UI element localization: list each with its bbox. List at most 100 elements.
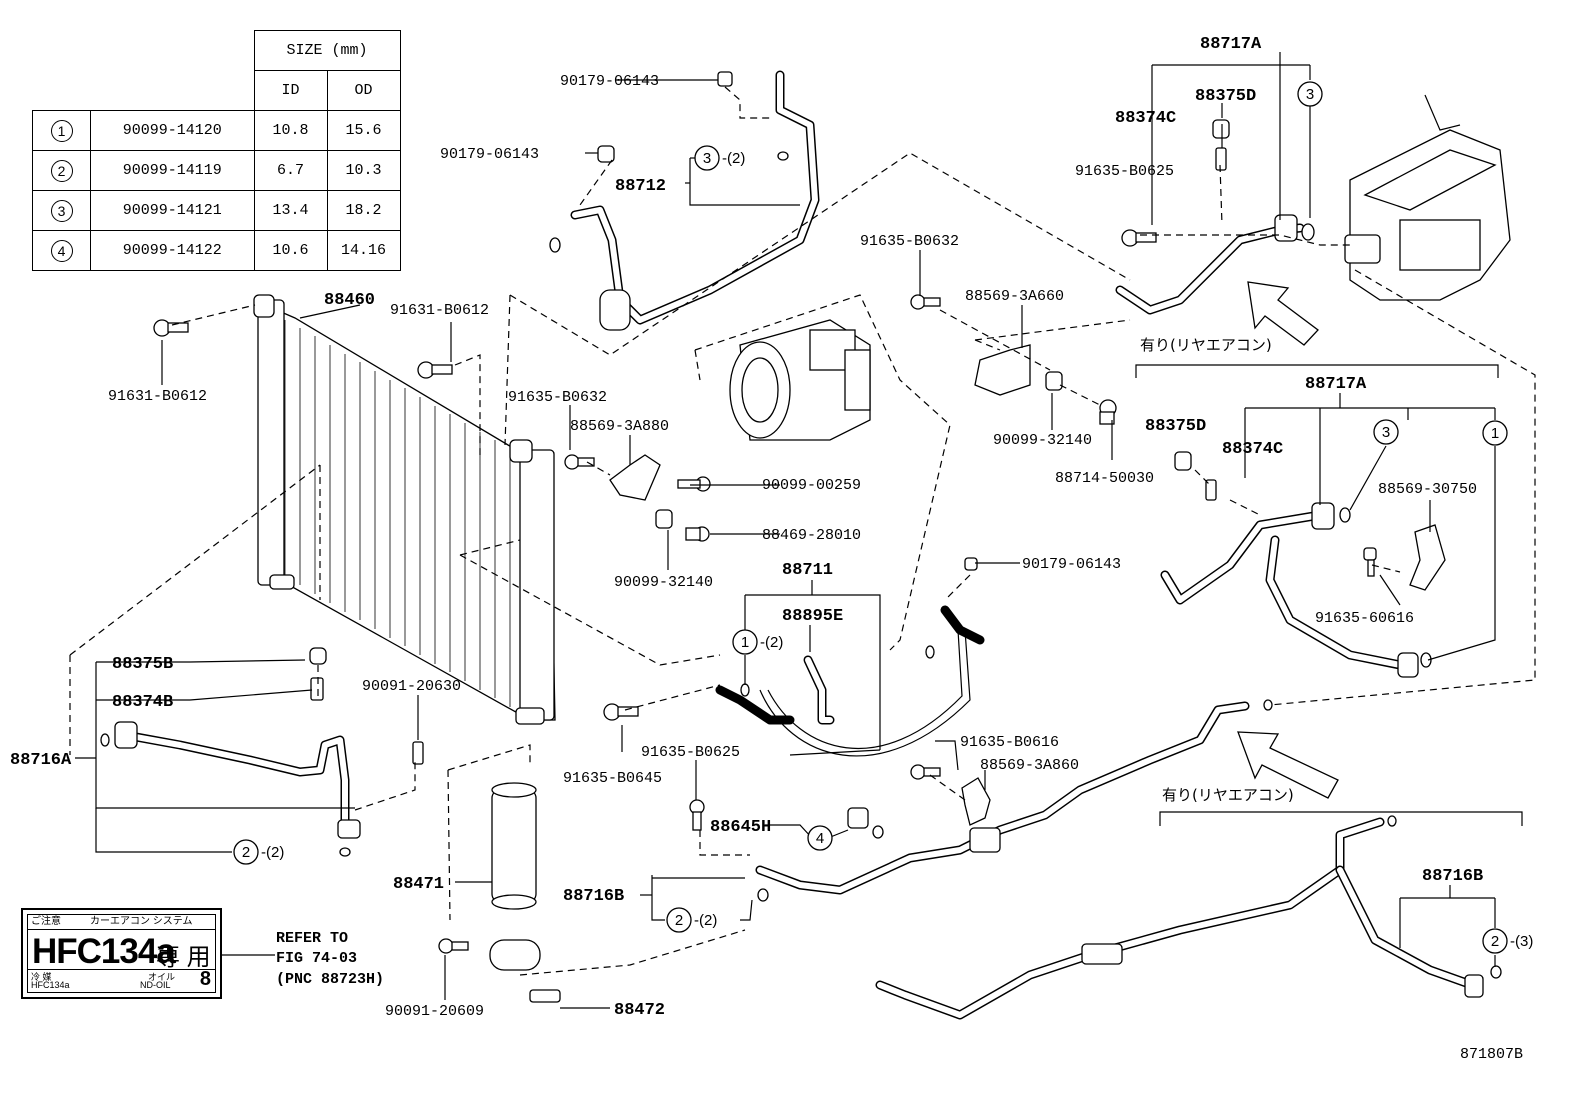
outer-diameter: 15.6 — [326, 110, 401, 151]
label-88471: 88471 — [393, 875, 444, 894]
outer-diameter: 14.16 — [326, 230, 401, 271]
table-row: 1 90099-14120 10.8 15.6 — [32, 110, 401, 151]
compressor — [729, 319, 871, 441]
label-88717a-mid: 88717A — [1305, 375, 1367, 394]
part-number: 90099-14120 — [90, 110, 255, 151]
label-88569-3a660: 88569-3A660 — [965, 288, 1064, 305]
label-91635-b0625-top: 91635-B0625 — [1075, 163, 1174, 180]
label-88716b-right: 88716B — [1422, 867, 1483, 886]
pipe-88716b-rear — [875, 817, 1484, 1020]
label-88711: 88711 — [782, 561, 833, 580]
hvac-unit — [1344, 94, 1511, 301]
label-90179-06143-b: 90179-06143 — [440, 146, 539, 163]
label-88374b: 88374B — [112, 693, 173, 712]
label-91631-b0612-a: 91631-B0612 — [390, 302, 489, 319]
refer-line-3: (PNC 88723H) — [276, 971, 384, 988]
pipe-88717a-mid — [1160, 502, 1419, 678]
o-ring-size-table: SIZE (mm) ID OD 1 90099-14120 10.8 15.6 … — [32, 30, 401, 271]
label-90091-20630: 90091-20630 — [362, 678, 461, 695]
hose-88895e — [803, 655, 835, 725]
ring-qty: -(3) — [1510, 933, 1533, 950]
pipe-88717a-top — [1115, 214, 1305, 315]
outer-diameter: 10.3 — [326, 150, 401, 191]
ring-ref: 2 — [1491, 933, 1499, 950]
part-labels: 88717A 88375D 88374C 91635-B0625 91635-B… — [10, 35, 1483, 1020]
label-88895e: 88895E — [782, 607, 843, 626]
ring-ref: 3 — [1306, 86, 1314, 103]
receiver-dryer — [489, 782, 561, 1003]
ring-qty: -(2) — [722, 150, 745, 167]
label-bot-left-2: HFC134a — [31, 980, 70, 990]
label-bot-left-1: 冷 媒 — [31, 972, 52, 982]
refrigerant-title-jp: 専 用 — [156, 944, 211, 971]
label-88375d-top: 88375D — [1195, 87, 1256, 106]
pipe-88711 — [715, 605, 985, 757]
label-bot-mid-1: オイル — [148, 972, 176, 982]
label-88569-30750: 88569-30750 — [1378, 481, 1477, 498]
rear-ac-note-lower: 有り(リヤエアコン) — [1162, 786, 1294, 804]
ring-ref: 2 — [242, 844, 250, 861]
label-90099-32140-right: 90099-32140 — [993, 432, 1092, 449]
ring-qty: -(2) — [760, 634, 783, 651]
label-88716a: 88716A — [10, 751, 72, 770]
label-90099-32140-left: 90099-32140 — [614, 574, 713, 591]
ring-ref: 3 — [703, 150, 711, 167]
table-row: 2 90099-14119 6.7 10.3 — [32, 150, 401, 191]
label-top-left: ご注意 — [31, 916, 61, 927]
ring-number: 2 — [50, 159, 73, 182]
ring-reference-markers: 3 3 -(2) 3 1 1 -(2) 2 -(2) 4 2 -(2) 2 -(… — [233, 81, 1533, 954]
label-91635-b0632-left: 91635-B0632 — [508, 389, 607, 406]
condenser — [253, 294, 556, 725]
leader-lines — [75, 52, 1523, 1009]
label-91635-b0645: 91635-B0645 — [563, 770, 662, 787]
refer-note: REFER TO FIG 74-03 (PNC 88723H) — [276, 930, 384, 988]
part-number: 90099-14119 — [90, 150, 255, 191]
label-88645h: 88645H — [710, 818, 771, 837]
label-88460: 88460 — [324, 291, 375, 310]
arrow-icon — [1237, 281, 1339, 799]
label-88714-50030: 88714-50030 — [1055, 470, 1154, 487]
label-88569-3a880: 88569-3A880 — [570, 418, 669, 435]
label-88375b: 88375B — [112, 655, 173, 674]
table-row: 3 90099-14121 13.4 18.2 — [32, 190, 401, 231]
ring-number: 1 — [50, 119, 73, 142]
ring-ref: 4 — [816, 830, 824, 847]
condenser-fins — [284, 320, 511, 707]
pipe-88716b — [755, 701, 1250, 895]
label-90179-06143-a: 90179-06143 — [560, 73, 659, 90]
label-88469-28010: 88469-28010 — [762, 527, 861, 544]
label-88375d-mid: 88375D — [1145, 417, 1206, 436]
od-header: OD — [326, 70, 401, 111]
ring-number: 3 — [50, 199, 73, 222]
ring-ref: 1 — [1491, 425, 1499, 442]
o-rings — [100, 151, 1502, 979]
table-row: 4 90099-14122 10.6 14.16 — [32, 230, 401, 271]
ring-qty: -(2) — [694, 912, 717, 929]
label-88716b-left: 88716B — [563, 887, 624, 906]
label-91635-b0616: 91635-B0616 — [960, 734, 1059, 751]
label-88374c-top: 88374C — [1115, 109, 1176, 128]
inner-diameter: 13.4 — [253, 190, 328, 231]
refer-line-2: FIG 74-03 — [276, 950, 357, 967]
ring-ref: 2 — [675, 912, 683, 929]
label-90179-06143-c: 90179-06143 — [1022, 556, 1121, 573]
label-88374c-mid: 88374C — [1222, 440, 1283, 459]
pipe-88716a — [114, 721, 361, 839]
label-91635-b0632-right: 91635-B0632 — [860, 233, 959, 250]
inner-diameter: 10.8 — [253, 110, 328, 151]
label-88569-3a860: 88569-3A860 — [980, 757, 1079, 774]
oil-number: 8 — [199, 968, 211, 990]
pipe-88712 — [570, 70, 820, 331]
label-91635-b0625-mid: 91635-B0625 — [641, 744, 740, 761]
hfc134a-label-plate: ご注意 カーエアコン システム HFC134a 専 用 冷 媒 HFC134a … — [21, 908, 222, 999]
fasteners — [153, 71, 1377, 954]
label-88472: 88472 — [614, 1001, 665, 1020]
refrigerant-title: HFC134a — [32, 932, 176, 971]
rear-ac-note-upper: 有り(リヤエアコン) — [1140, 336, 1272, 354]
size-header: SIZE (mm) — [253, 30, 401, 71]
figure-code: 871807B — [1460, 1046, 1523, 1063]
ring-ref: 1 — [741, 634, 749, 651]
label-top-mid: カーエアコン システム — [90, 916, 193, 927]
label-88717a-top: 88717A — [1200, 35, 1262, 54]
